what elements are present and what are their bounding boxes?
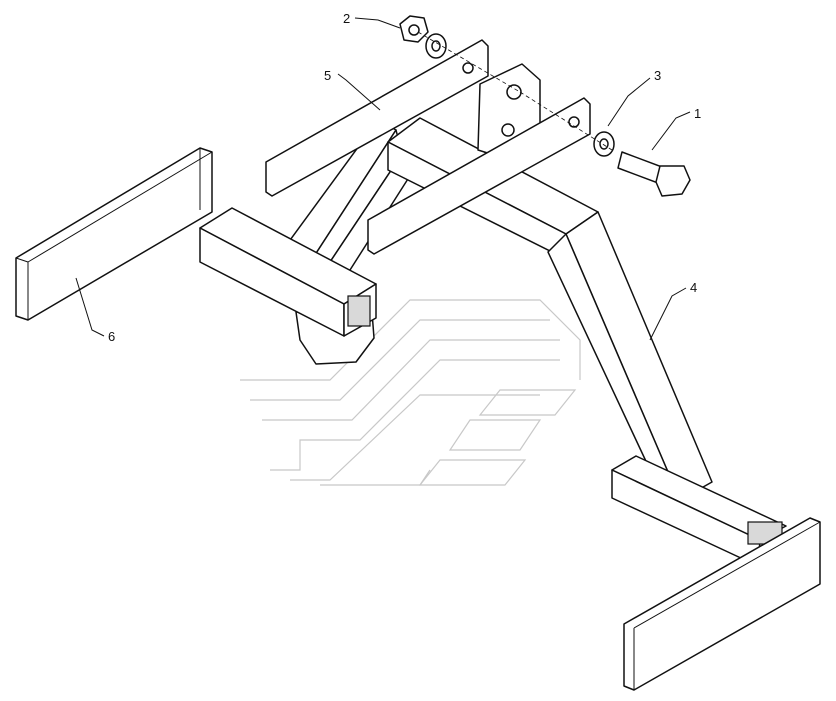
hex-nut xyxy=(399,15,447,59)
leader-3 xyxy=(607,77,651,127)
strip-plate-upper xyxy=(265,39,489,197)
leader-4 xyxy=(649,287,687,341)
callout-4: 4 xyxy=(690,280,697,295)
callout-2: 2 xyxy=(343,11,350,26)
leader-1 xyxy=(651,111,691,151)
tubular-frame xyxy=(199,63,787,567)
pad-plate-left xyxy=(15,147,213,321)
hex-bolt xyxy=(617,151,691,197)
callout-5: 5 xyxy=(324,68,331,83)
leader-6 xyxy=(75,277,105,337)
watermark-logo xyxy=(240,299,581,486)
callout-3: 3 xyxy=(654,68,661,83)
callout-6: 6 xyxy=(108,329,115,344)
leader-2 xyxy=(354,17,401,29)
leader-5 xyxy=(337,73,381,111)
callout-1: 1 xyxy=(694,106,701,121)
pad-plate-right xyxy=(623,517,821,691)
flat-washer xyxy=(593,131,615,157)
strip-plate-lower xyxy=(367,97,591,255)
